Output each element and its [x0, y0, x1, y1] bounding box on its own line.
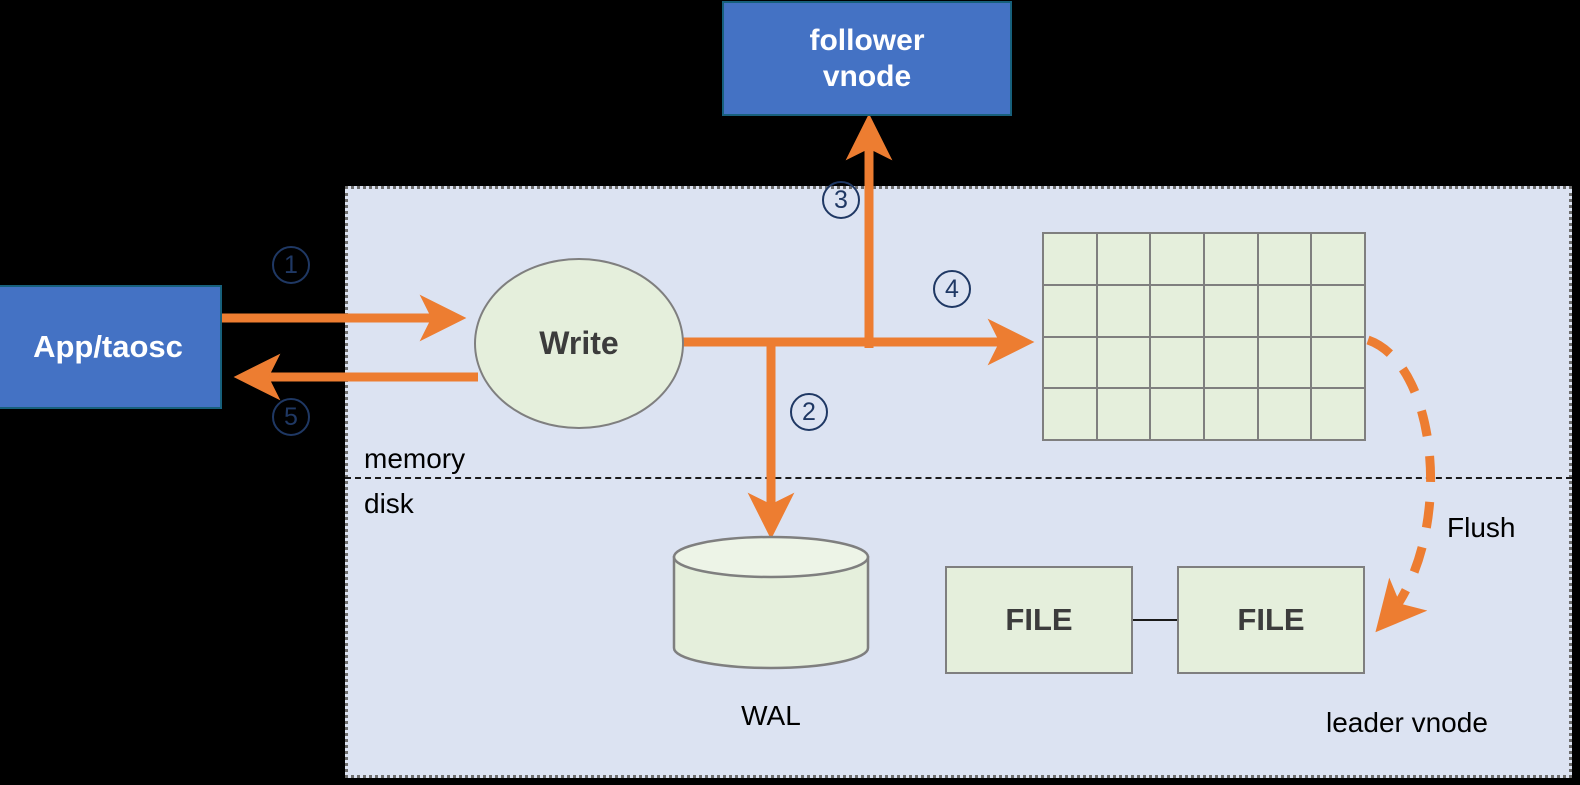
memtable-cell	[1044, 234, 1096, 284]
file-link-line	[1133, 619, 1177, 621]
step-marker-4: 4	[933, 270, 971, 308]
step-1-number: 1	[284, 250, 298, 279]
memtable-cell	[1044, 285, 1096, 336]
flush-label: Flush	[1447, 512, 1516, 543]
memtable-cell	[1258, 389, 1311, 439]
wal-label: WAL	[741, 700, 801, 731]
memtable-cell	[1097, 389, 1150, 439]
step-5-number: 5	[284, 402, 298, 431]
memtable-cell	[1151, 234, 1203, 284]
memtable-cell	[1205, 389, 1257, 439]
step-2-number: 2	[802, 397, 816, 426]
memtable-cell	[1151, 389, 1203, 439]
follower-vnode-node[interactable]: follower vnode	[722, 1, 1012, 116]
memtable-cell	[1312, 337, 1364, 388]
wal-cylinder	[672, 535, 870, 670]
memtable-cell	[1151, 285, 1203, 336]
memtable-cell	[1205, 285, 1257, 336]
file-node-left[interactable]: FILE	[945, 566, 1133, 674]
file-node-right[interactable]: FILE	[1177, 566, 1365, 674]
memtable-cell	[1312, 285, 1364, 336]
write-node[interactable]: Write	[474, 258, 684, 429]
memtable-cell	[1044, 337, 1096, 388]
disk-label: disk	[364, 488, 414, 519]
memtable-cell	[1151, 337, 1203, 388]
memory-label: memory	[364, 443, 466, 474]
leader-vnode-label: leader vnode	[1326, 707, 1488, 738]
memtable-cell	[1312, 389, 1364, 439]
app-taosc-label: App/taosc	[33, 328, 183, 364]
step-3-number: 3	[834, 185, 848, 214]
step-marker-3: 3	[822, 181, 860, 219]
memtable-cell	[1258, 337, 1311, 388]
memtable-cell	[1205, 337, 1257, 388]
step-4-number: 4	[945, 274, 959, 303]
memtable-cell	[1097, 234, 1150, 284]
memtable-cell	[1258, 285, 1311, 336]
memory-disk-divider	[345, 477, 1572, 479]
file-left-label: FILE	[1005, 602, 1073, 637]
memtable-cell	[1205, 234, 1257, 284]
step-marker-2: 2	[790, 393, 828, 431]
write-label: Write	[539, 325, 619, 361]
memtable-cell	[1097, 337, 1150, 388]
memtable-cell	[1312, 234, 1364, 284]
memtable-cell	[1044, 389, 1096, 439]
memtable-cell	[1097, 285, 1150, 336]
step-marker-5: 5	[272, 398, 310, 436]
app-taosc-node[interactable]: App/taosc	[0, 285, 222, 409]
follower-vnode-label: follower vnode	[809, 24, 925, 93]
memtable-grid	[1042, 232, 1366, 441]
file-right-label: FILE	[1237, 602, 1305, 637]
memtable-cell	[1258, 234, 1311, 284]
step-marker-1: 1	[272, 246, 310, 284]
